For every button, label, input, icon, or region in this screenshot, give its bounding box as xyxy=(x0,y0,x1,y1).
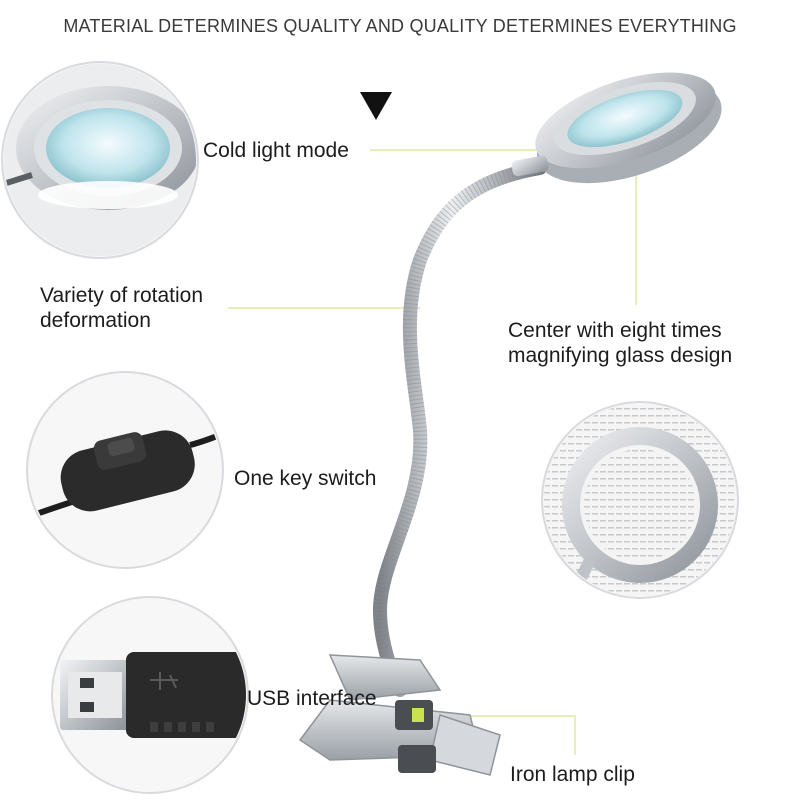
cold-light-closeup xyxy=(1,61,199,259)
down-triangle-icon xyxy=(360,92,392,120)
label-magnifier: Center with eight times magnifying glass… xyxy=(508,319,733,367)
label-switch: One key switch xyxy=(234,467,377,490)
label-usb: USB interface xyxy=(247,687,377,710)
lamp-head xyxy=(535,72,722,184)
leader-line-clip xyxy=(420,715,576,755)
label-rotation: Variety of rotation deformation xyxy=(40,284,204,332)
label-clip: Iron lamp clip xyxy=(510,763,635,786)
lamp xyxy=(298,72,722,776)
usb-closeup xyxy=(51,596,249,794)
gooseneck xyxy=(372,161,547,697)
lamp-clip xyxy=(298,654,501,776)
switch-closeup xyxy=(26,371,224,569)
label-cold-light: Cold light mode xyxy=(203,139,349,162)
magnifier-closeup xyxy=(541,401,739,599)
headline: MATERIAL DETERMINES QUALITY AND QUALITY … xyxy=(63,16,737,36)
